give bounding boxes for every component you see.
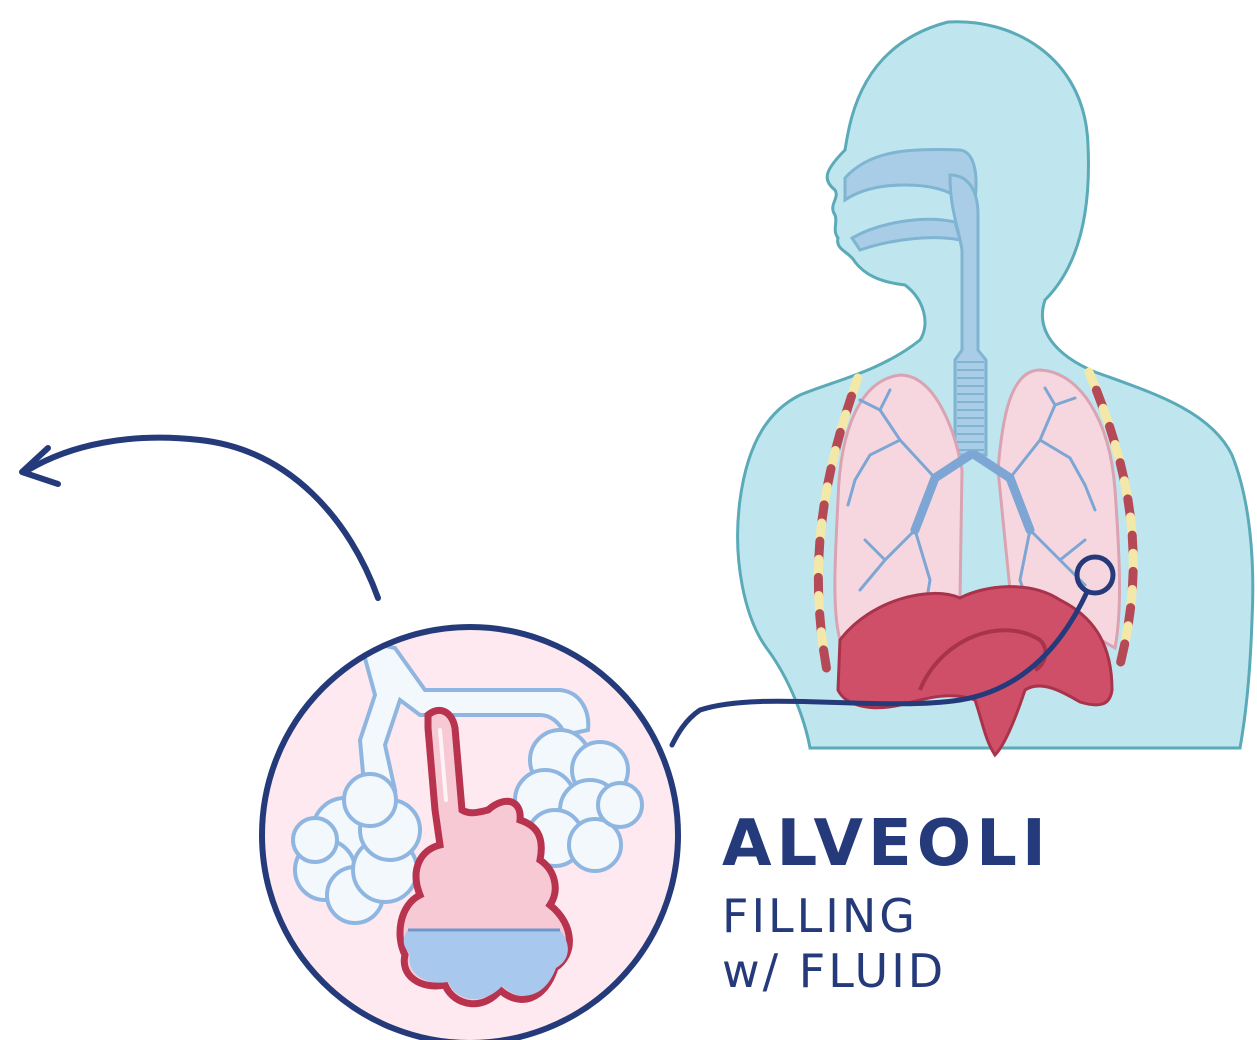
human-figure [738,22,1253,755]
label-with-fluid: w/ FLUID [722,948,946,994]
label-alveoli: ALVEOLI [722,812,1051,876]
alveoli-inset [262,627,678,1040]
label-filling: FILLING [722,893,918,939]
curved-arrow-left-icon [22,438,378,598]
rib-segment [824,650,827,668]
rib-segment [1121,644,1125,662]
